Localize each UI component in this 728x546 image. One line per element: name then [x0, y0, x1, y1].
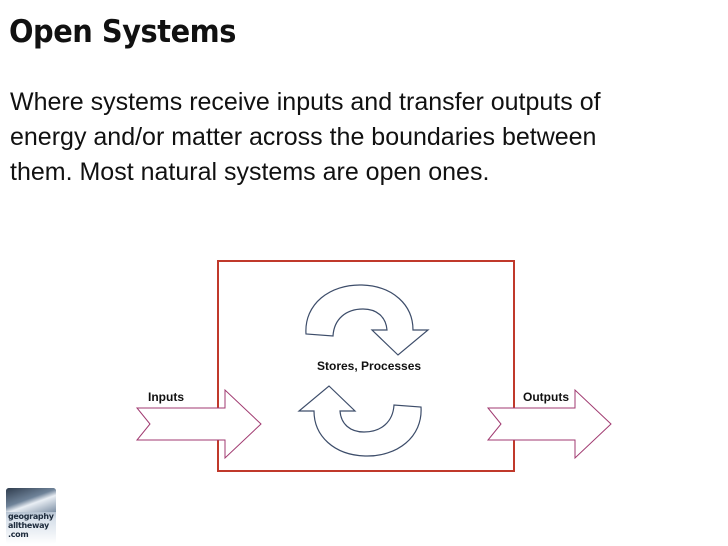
output-arrow: [486, 388, 612, 460]
slide-title: Open Systems: [9, 14, 236, 50]
logo-mountain-image: [6, 488, 56, 512]
body-line-1: Where systems receive inputs and transfe…: [10, 88, 601, 116]
site-logo: geography alltheway .com: [6, 488, 56, 544]
logo-text-line-3: .com: [8, 530, 29, 539]
body-line-2: energy and/or matter across the boundari…: [10, 123, 597, 151]
system-boundary: [217, 260, 515, 472]
logo-text-line-2: alltheway: [8, 521, 49, 530]
cycle-arrow-upper: [305, 284, 430, 356]
cycle-arrow-lower: [297, 385, 422, 457]
body-line-3: them. Most natural systems are open ones…: [10, 158, 490, 186]
input-label: Inputs: [148, 390, 184, 404]
center-label: Stores, Processes: [317, 359, 421, 373]
output-label: Outputs: [523, 390, 569, 404]
slide-body-text: Where systems receive inputs and transfe…: [10, 85, 725, 190]
input-arrow: [135, 388, 262, 460]
logo-text-line-1: geography: [8, 512, 54, 521]
